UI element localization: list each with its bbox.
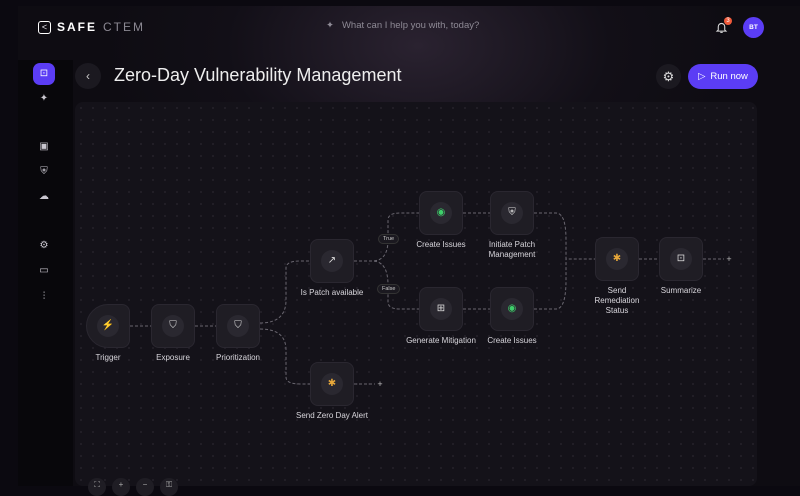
add-node-button[interactable]: +: [377, 379, 383, 389]
logo: < SAFE CTEM: [38, 20, 145, 34]
alert-icon: ✱: [321, 373, 343, 395]
summarize-icon: ⊡: [670, 248, 692, 270]
run-now-button[interactable]: ▷Run now: [688, 64, 758, 89]
play-icon: ▷: [698, 71, 706, 82]
cloud-icon[interactable]: ☁: [39, 191, 49, 202]
node-issues1[interactable]: ◉: [419, 191, 463, 235]
node-alert[interactable]: ✱: [310, 362, 354, 406]
workflow-icon[interactable]: ⊡: [33, 63, 55, 85]
sparkle-icon: ✦: [326, 20, 334, 31]
board-icon[interactable]: ▣: [39, 141, 49, 152]
node-label: Is Patch available: [300, 288, 364, 297]
exposure-icon: ⛉: [162, 315, 184, 337]
page-title: Zero-Day Vulnerability Management: [114, 65, 402, 85]
edge: [259, 328, 310, 385]
issues1-icon: ◉: [430, 202, 452, 224]
zoom-in-button[interactable]: +: [112, 478, 130, 496]
issues2-icon: ◉: [501, 298, 523, 320]
node-trigger[interactable]: ⚡: [86, 304, 130, 348]
edge: [259, 260, 310, 324]
edge: [354, 212, 419, 262]
add-node-button[interactable]: +: [726, 254, 732, 264]
node-issues2[interactable]: ◉: [490, 287, 534, 331]
node-summarize[interactable]: ⊡: [659, 237, 703, 281]
node-label: Send Zero Day Alert: [295, 411, 369, 420]
node-remediation[interactable]: ✱: [595, 237, 639, 281]
node-label: Trigger: [95, 353, 121, 362]
notification-badge: 3: [724, 17, 732, 25]
folder-add-icon[interactable]: ▭: [39, 265, 49, 276]
logo-mark-icon: <: [38, 20, 51, 34]
branch-false-label: False: [377, 284, 401, 294]
node-mitigation[interactable]: ⊞: [419, 287, 463, 331]
prioritization-icon: ⛉: [227, 315, 249, 337]
lock-button[interactable]: ⚿: [160, 478, 178, 496]
patch-icon: ↗: [321, 250, 343, 272]
sparkle-icon[interactable]: ✦: [39, 93, 49, 104]
workflow-edges: [130, 212, 724, 385]
fit-view-button[interactable]: ⛶: [88, 478, 106, 496]
initpatch-icon: ⛨: [501, 202, 523, 224]
branch-true-label: True: [378, 234, 400, 244]
back-button[interactable]: ‹: [75, 63, 101, 89]
edge: [534, 259, 567, 310]
node-prioritization[interactable]: ⛉: [216, 304, 260, 348]
node-label: Send Remediation Status: [594, 286, 640, 315]
remediation-icon: ✱: [606, 248, 628, 270]
node-label: Exposure: [156, 353, 190, 362]
node-initpatch[interactable]: ⛨: [490, 191, 534, 235]
node-label: Create Issues: [416, 240, 466, 249]
node-patch[interactable]: ↗: [310, 239, 354, 283]
rocket-icon[interactable]: ⚙: [39, 240, 49, 251]
settings-button[interactable]: ⚙: [656, 64, 681, 89]
workflow-canvas[interactable]: [75, 102, 757, 486]
node-label: Initiate Patch Management: [488, 240, 536, 259]
notification-bell-icon[interactable]: [715, 21, 728, 34]
edge: [534, 212, 595, 260]
node-label: Create Issues: [487, 336, 537, 345]
avatar[interactable]: BT: [743, 17, 764, 38]
sliders-icon[interactable]: ⫶: [42, 291, 46, 302]
node-exposure[interactable]: ⛉: [151, 304, 195, 348]
node-label: Generate Mitigation: [406, 336, 476, 345]
mitigation-icon: ⊞: [430, 298, 452, 320]
sidebar: [18, 60, 73, 486]
shield-search-icon[interactable]: ⛨: [40, 166, 48, 177]
trigger-icon: ⚡: [97, 315, 119, 337]
zoom-out-button[interactable]: −: [136, 478, 154, 496]
ai-search-input[interactable]: ✦ What can I help you with, today?: [326, 20, 480, 31]
node-label: Summarize: [660, 286, 702, 295]
node-label: Prioritization: [215, 353, 261, 362]
